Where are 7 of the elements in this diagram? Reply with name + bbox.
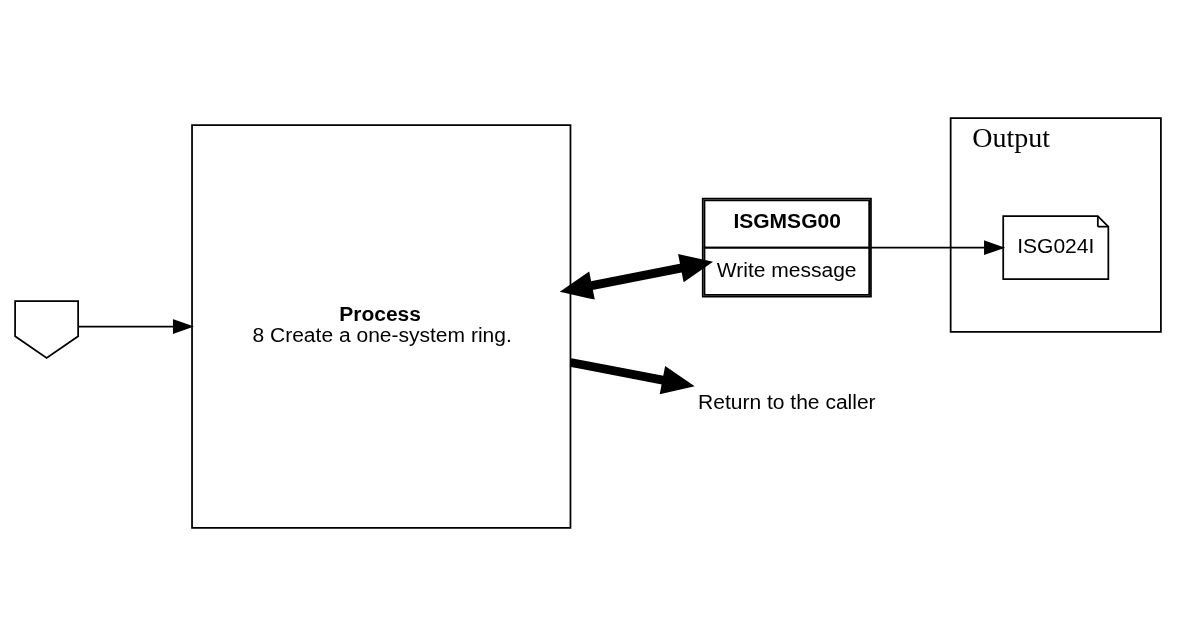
node-text: Return to the caller [698, 389, 876, 413]
node-box: Process 8 Create a one-system ring. [191, 123, 572, 529]
node-pentagon [14, 299, 80, 359]
arrow [559, 253, 714, 300]
arrow [77, 318, 194, 334]
arrow [870, 239, 1006, 255]
arrow [569, 357, 695, 394]
